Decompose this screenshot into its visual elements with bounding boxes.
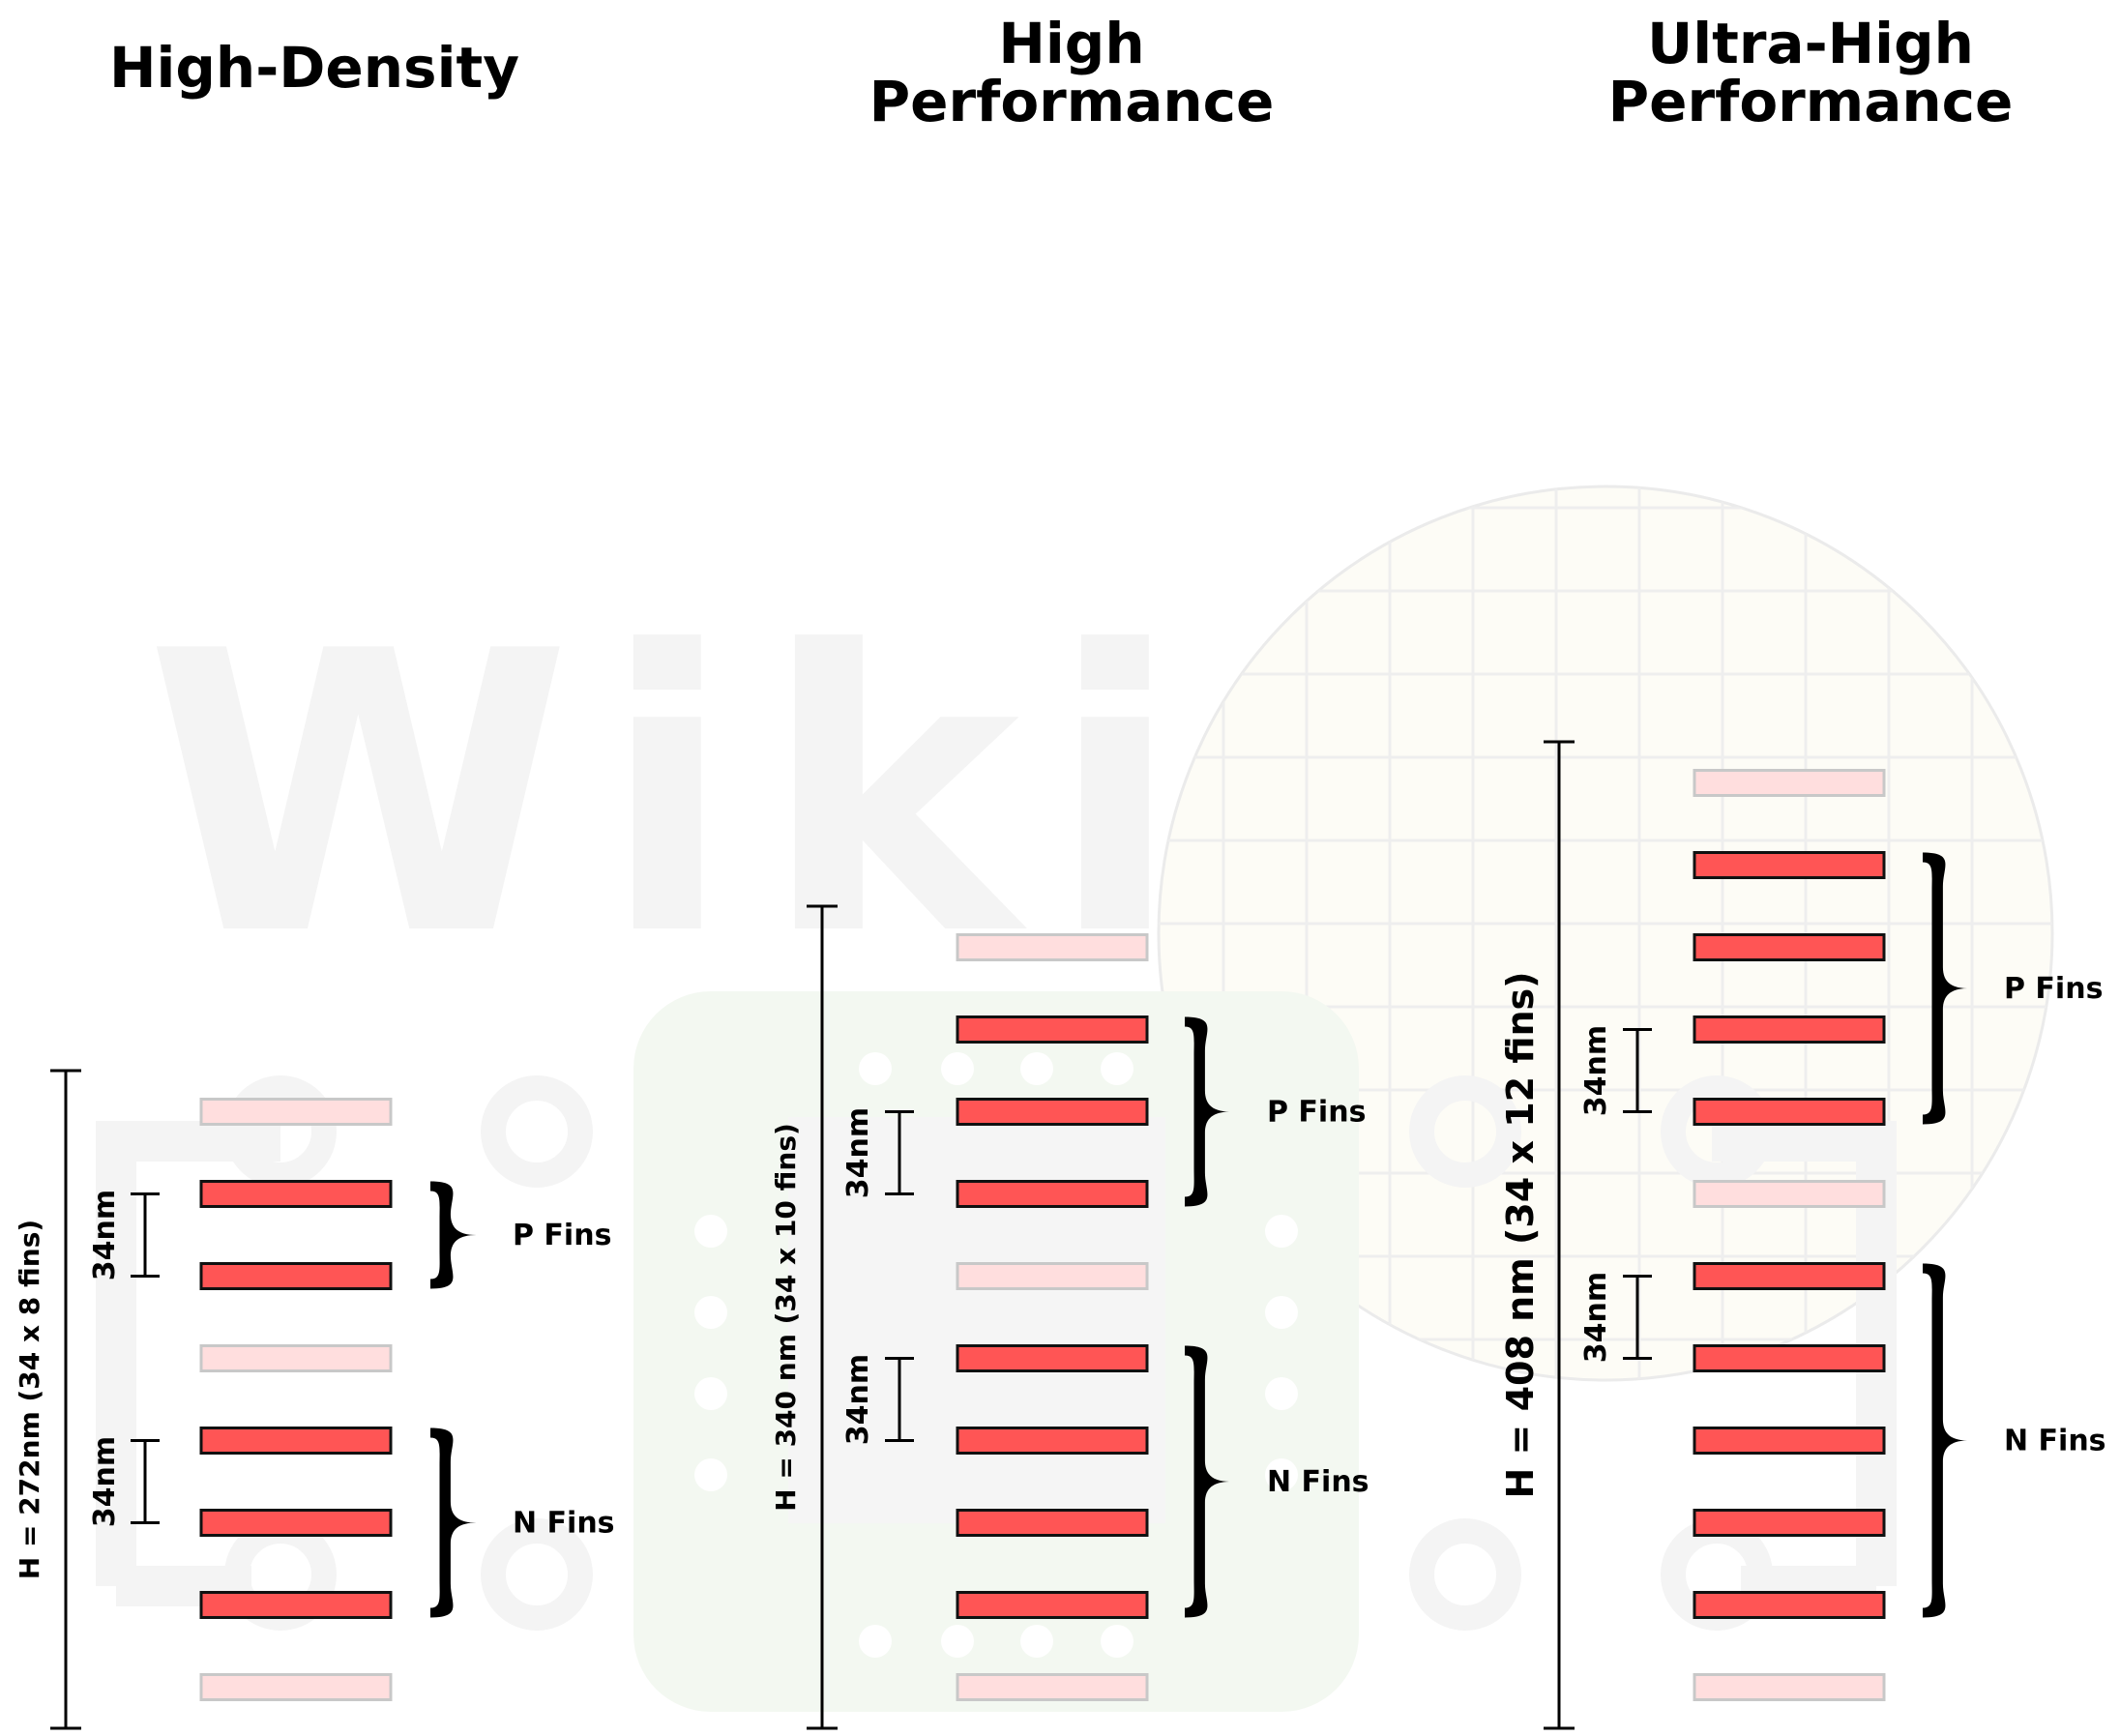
p-fin [956,1098,1149,1126]
p-fin [1693,1098,1886,1126]
curly-brace-icon [1185,1345,1231,1618]
cell-height-dimension [1544,740,1575,1730]
curly-brace-icon [1923,1263,1969,1618]
cell-height-dimension [807,904,838,1730]
pitch-dimension [1623,1275,1652,1360]
fin-pitch-label: 34nm [88,1190,122,1280]
n-fin [1693,1262,1886,1290]
dummy-fin [199,1098,393,1126]
n-fin [199,1591,393,1619]
column-title: Performance [1608,69,2014,134]
n-fin [1693,1591,1886,1619]
p-fins-label: P Fins [1267,1096,1366,1130]
column-title: Ultra-High [1647,11,1974,76]
fin-pitch-label: 34nm [1579,1272,1613,1363]
p-fin [956,1180,1149,1208]
dummy-fin [199,1344,393,1372]
curly-brace-icon [430,1427,477,1618]
p-fin [1693,851,1886,879]
p-fin [1693,1015,1886,1044]
dummy-fin [956,933,1149,961]
n-fin [956,1509,1149,1537]
curly-brace-icon [1923,852,1969,1125]
n-fin [1693,1509,1886,1537]
n-fins-label: N Fins [2004,1425,2106,1458]
p-fin [199,1262,393,1290]
n-fin [199,1509,393,1537]
curly-brace-icon [1185,1016,1231,1207]
p-fin [199,1180,393,1208]
dummy-fin [1693,1180,1886,1208]
dummy-fin [1693,1673,1886,1701]
n-fin [956,1427,1149,1455]
cell-height-label: H = 272nm (34 x 8 fins) [14,1220,45,1579]
cell-column-high-density: High-Density H = 272nm (34 x 8 fins) P Fin… [14,35,615,1730]
n-fins-label: N Fins [1267,1465,1369,1499]
p-fin [956,1015,1149,1044]
cell-columns: High-Density H = 272nm (34 x 8 fins) P Fin… [14,11,2106,1730]
pitch-dimension [1623,1028,1652,1113]
fin-pitch-label: 34nm [841,1354,875,1445]
p-fins-label: P Fins [2004,972,2103,1006]
n-fins-label: N Fins [513,1507,615,1541]
cell-height-dimension [50,1069,81,1730]
dummy-fin [199,1673,393,1701]
p-fins-label: P Fins [513,1219,611,1252]
fin-pitch-label: 34nm [841,1107,875,1198]
column-title: High-Density [109,35,519,101]
n-fin [1693,1427,1886,1455]
fin-pitch-label: 34nm [88,1436,122,1527]
n-fin [199,1427,393,1455]
column-title: Performance [869,69,1275,134]
curly-brace-icon [430,1181,477,1289]
n-fin [1693,1344,1886,1372]
n-fin [956,1591,1149,1619]
column-title: High [998,11,1144,76]
cell-height-label: H = 408 nm (34 x 12 fins) [1499,971,1542,1498]
dummy-fin [1693,769,1886,797]
dummy-fin [956,1262,1149,1290]
pitch-dimension [885,1110,914,1195]
pitch-dimension [885,1357,914,1442]
n-fin [956,1344,1149,1372]
p-fin [1693,933,1886,961]
pitch-dimension [131,1439,160,1524]
dummy-fin [956,1673,1149,1701]
pitch-dimension [131,1192,160,1278]
fin-pitch-label: 34nm [1579,1025,1613,1116]
cell-height-label: H = 340 nm (34 x 10 fins) [770,1123,802,1512]
